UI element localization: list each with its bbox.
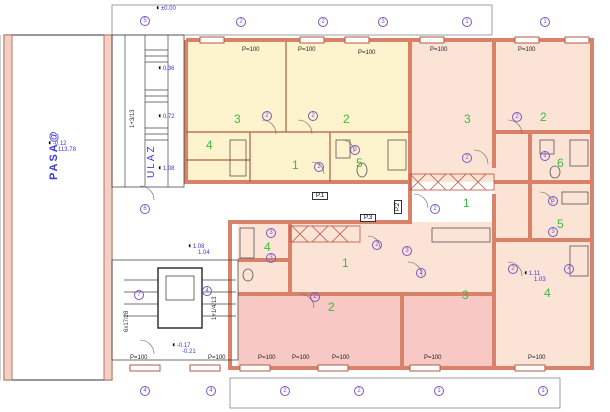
room-number: 1 xyxy=(342,256,349,270)
circle-marker: 1 xyxy=(538,386,548,396)
window-label: P=100 xyxy=(424,355,442,361)
passage-strip xyxy=(3,34,113,381)
window-label: P=100 xyxy=(528,355,546,361)
circle-marker: 2 xyxy=(512,112,522,122)
level-marker: ◐0.72 xyxy=(158,111,175,120)
circle-marker: 6 xyxy=(140,204,150,214)
circle-marker: 4 xyxy=(206,386,216,396)
room-number: 6 xyxy=(557,156,564,170)
room-number: 5 xyxy=(557,217,564,231)
circle-marker: 2 xyxy=(236,17,246,27)
level-symbol-icon: ◐ xyxy=(158,111,163,120)
circle-marker: 1 xyxy=(540,17,550,27)
circle-marker: 2 xyxy=(262,111,272,121)
circle-marker: 1 xyxy=(462,17,472,27)
window-label: P=100 xyxy=(258,355,276,361)
circle-marker: 3 xyxy=(402,246,412,256)
circle-marker: 2 xyxy=(310,292,320,302)
level-symbol-icon: ◐ xyxy=(48,138,53,147)
circle-marker: 3 xyxy=(378,17,388,27)
room-number: 2 xyxy=(343,112,350,126)
room-number: 1 xyxy=(292,158,299,172)
circle-marker: 2 xyxy=(318,17,328,27)
window-label: P=100 xyxy=(358,50,376,56)
circle-marker: 4 xyxy=(564,264,574,274)
thin-walls xyxy=(186,42,410,182)
lift-label: 1+1/4/13 xyxy=(212,296,218,320)
circle-marker: 2 xyxy=(372,240,382,250)
circle-marker: 2 xyxy=(308,111,318,121)
room-number: 3 xyxy=(464,112,471,126)
window-label: P=100 xyxy=(430,47,448,53)
level-symbol-icon: ◐ xyxy=(158,163,163,172)
circle-marker: 2 xyxy=(280,386,290,396)
level-marker: ◐0.36 xyxy=(158,63,175,72)
circle-marker: 2 xyxy=(430,204,440,214)
room-number: 2 xyxy=(328,300,335,314)
window-label: P=100 xyxy=(298,47,316,53)
room-number: 4 xyxy=(264,240,271,254)
entrance-label: ULAZ xyxy=(146,144,157,178)
hatched-zone xyxy=(289,173,495,243)
stair-core xyxy=(111,34,239,361)
fixtures xyxy=(229,139,589,282)
room-number: 3 xyxy=(234,112,241,126)
section-tag-p2: P.2 xyxy=(394,199,402,214)
circle-marker: 3 xyxy=(350,145,360,155)
stair-mid-label: 6x17/28 xyxy=(124,310,130,332)
circle-marker: 4 xyxy=(202,286,212,296)
window-frames xyxy=(129,36,590,372)
level-symbol-icon: ◐ xyxy=(524,268,529,277)
site-frame xyxy=(0,4,561,409)
level-marker: ◐±0.00 xyxy=(156,3,176,12)
room-number: 1 xyxy=(463,196,470,210)
window-label: P=100 xyxy=(292,355,310,361)
room-number: 4 xyxy=(206,138,213,152)
level-symbol-icon: ◐ xyxy=(172,340,177,349)
circle-marker: 3 xyxy=(266,228,276,238)
circle-marker: 2 xyxy=(354,386,364,396)
level-symbol-icon: ◐ xyxy=(188,241,193,250)
circle-marker: 7 xyxy=(134,290,144,300)
window-label: P=100 xyxy=(332,355,350,361)
section-tag-p3: P.3 xyxy=(360,214,377,222)
circle-marker: 2 xyxy=(462,153,472,163)
circle-marker: 2 xyxy=(508,264,518,274)
room-number: 5 xyxy=(356,156,363,170)
window-label: P=100 xyxy=(242,47,260,53)
level-symbol-icon: ◐ xyxy=(156,3,161,12)
walls xyxy=(184,38,594,370)
window-label: P=100 xyxy=(130,355,148,361)
circle-marker: 1 xyxy=(434,386,444,396)
section-tag-p1: P.1 xyxy=(312,192,329,200)
room-number: 3 xyxy=(462,288,469,302)
circle-marker: 3 xyxy=(266,253,276,263)
circle-marker: 3 xyxy=(548,227,558,237)
level-marker: ◐-0.17-0.21 xyxy=(172,340,196,356)
circle-marker: 2 xyxy=(314,162,324,172)
level-marker: ◐1.08 xyxy=(158,163,175,172)
circle-marker: 3 xyxy=(548,196,558,206)
level-symbol-icon: ◐ xyxy=(158,63,163,72)
circle-marker: 5 xyxy=(140,16,150,26)
room-number: 4 xyxy=(544,286,551,300)
window-label: P=100 xyxy=(208,355,226,361)
circle-marker: 4 xyxy=(140,386,150,396)
circle-marker: 2 xyxy=(416,268,426,278)
room-fills xyxy=(186,42,592,367)
circle-marker: 2 xyxy=(540,151,550,161)
window-label: P=100 xyxy=(518,47,536,53)
room-number: 2 xyxy=(540,110,547,124)
stair-label: 1+3/13 xyxy=(130,109,136,128)
